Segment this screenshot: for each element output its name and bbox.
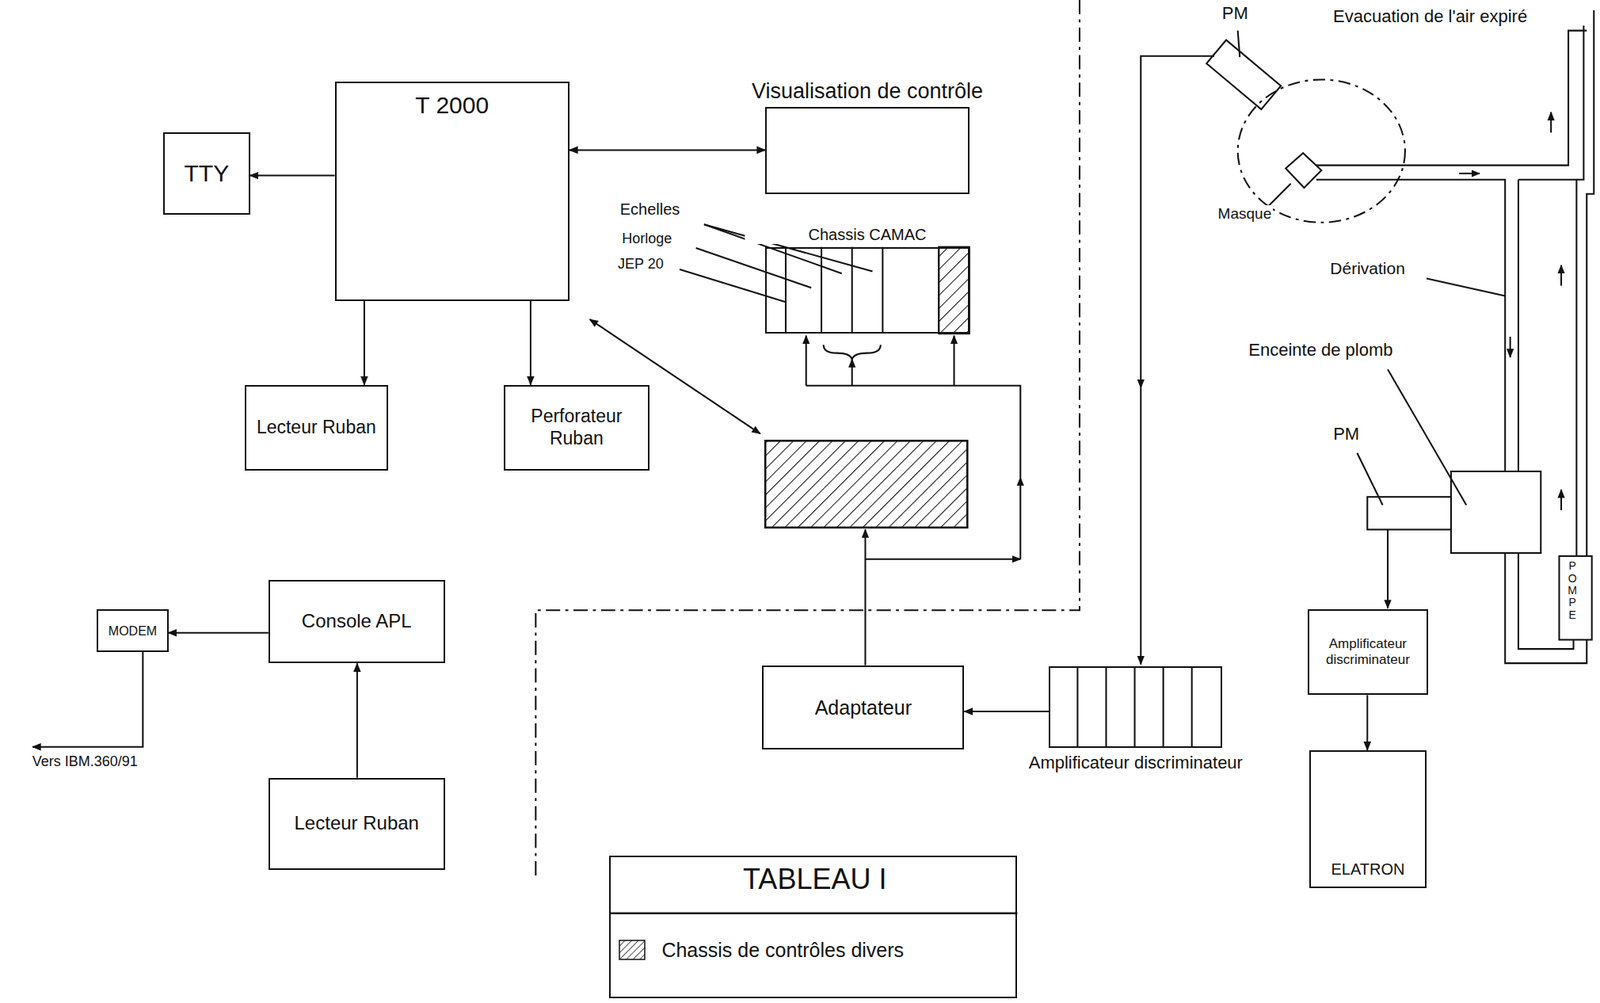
control-chassis bbox=[765, 440, 968, 527]
part-label: Horloge bbox=[620, 230, 674, 248]
connector-arrow bbox=[250, 175, 336, 177]
node-label: Perforateur Ruban bbox=[510, 405, 644, 450]
amplifier-box: Amplificateur discriminateur bbox=[1307, 609, 1429, 695]
subject-head bbox=[1238, 79, 1406, 222]
part-label: Echelles bbox=[618, 200, 682, 219]
signal-wire bbox=[864, 529, 866, 665]
node-label: Console APL bbox=[301, 609, 412, 633]
leader-line bbox=[696, 247, 812, 288]
brace bbox=[823, 344, 881, 359]
node-label: T 2000 bbox=[415, 91, 489, 120]
tape-reader-box: Lecteur Ruban bbox=[268, 777, 446, 870]
display-box: Visualisation de contrôle bbox=[765, 106, 970, 195]
signal-wire bbox=[851, 358, 854, 385]
connector-arrow bbox=[529, 300, 532, 385]
adapter-box: Adaptateur bbox=[761, 665, 964, 750]
tape-punch-box: Perforateur Ruban bbox=[503, 384, 650, 471]
amplifier-channels bbox=[1077, 666, 1192, 748]
modem-box: MODEM bbox=[96, 609, 168, 652]
legend-row: Chassis de contrôles divers bbox=[618, 938, 904, 962]
connector-arrow bbox=[168, 632, 269, 634]
recorder-box: ELATRON bbox=[1309, 750, 1427, 888]
node-label: MODEM bbox=[108, 623, 157, 639]
node-label: Adaptateur bbox=[815, 695, 912, 720]
signal-wire bbox=[952, 335, 955, 386]
connector-arrow bbox=[569, 148, 766, 151]
leader-line bbox=[679, 269, 786, 302]
node-label: Lecteur Ruban bbox=[294, 811, 420, 835]
legend-box: Chassis de contrôles divers bbox=[609, 855, 1018, 999]
part-label: Masque bbox=[1216, 205, 1274, 223]
legend-text: Chassis de contrôles divers bbox=[661, 938, 904, 962]
photomultiplier bbox=[1367, 496, 1452, 530]
amplifier-box: Amplificateur discriminateur bbox=[1048, 666, 1223, 748]
connector-arrow bbox=[963, 710, 1049, 713]
camac-slots bbox=[785, 247, 970, 334]
node-label: Visualisation de contrôle bbox=[704, 78, 1031, 104]
signal-wire bbox=[32, 651, 143, 747]
console-box: Console APL bbox=[268, 579, 446, 664]
node-label: Amplificateur discriminateur bbox=[1013, 752, 1258, 774]
signal-label: Vers IBM.360/91 bbox=[30, 753, 140, 770]
part-label: PM bbox=[1331, 423, 1361, 444]
photomultiplier bbox=[1206, 40, 1281, 111]
node-label: Chassis CAMAC bbox=[744, 224, 990, 244]
node-label: TTY bbox=[184, 159, 230, 188]
signal-wire bbox=[1019, 477, 1021, 560]
part-label: Dérivation bbox=[1328, 259, 1407, 279]
signal-wire bbox=[1139, 387, 1142, 664]
terminal-box: TTY bbox=[163, 132, 251, 214]
signal-wire bbox=[1140, 56, 1215, 389]
legend-swatch bbox=[618, 939, 646, 960]
part-label: JEP 20 bbox=[616, 255, 666, 273]
leader-line bbox=[1356, 453, 1383, 506]
signal-wire bbox=[1386, 529, 1389, 608]
part-label: Enceinte de plomb bbox=[1246, 339, 1395, 360]
signal-wire bbox=[806, 385, 1021, 478]
computer-box: T 2000 bbox=[335, 81, 570, 301]
air-tubes bbox=[1316, 10, 1594, 663]
connector-arrow bbox=[1366, 694, 1368, 751]
pump-label: POMPE bbox=[1565, 560, 1580, 621]
leader-line bbox=[1387, 369, 1467, 505]
node-label: Amplificateur discriminateur bbox=[1314, 636, 1422, 669]
mask bbox=[1285, 152, 1322, 188]
signal-wire bbox=[805, 335, 808, 386]
connector-arrow bbox=[356, 662, 359, 778]
signal-wire bbox=[864, 558, 1021, 560]
part-label: PM bbox=[1220, 3, 1250, 23]
lead-shield bbox=[1451, 471, 1541, 553]
part-label: Evacuation de l'air expiré bbox=[1316, 6, 1544, 27]
camac-crate: Chassis CAMAC bbox=[765, 247, 970, 335]
node-label: ELATRON bbox=[1330, 859, 1405, 879]
tape-reader-box: Lecteur Ruban bbox=[244, 384, 388, 471]
leader-line bbox=[1426, 278, 1505, 297]
leader-line bbox=[1238, 30, 1241, 58]
connector-arrow bbox=[363, 300, 366, 385]
table-title: TABLEAU I bbox=[609, 862, 1021, 896]
node-label: Lecteur Ruban bbox=[256, 416, 377, 439]
